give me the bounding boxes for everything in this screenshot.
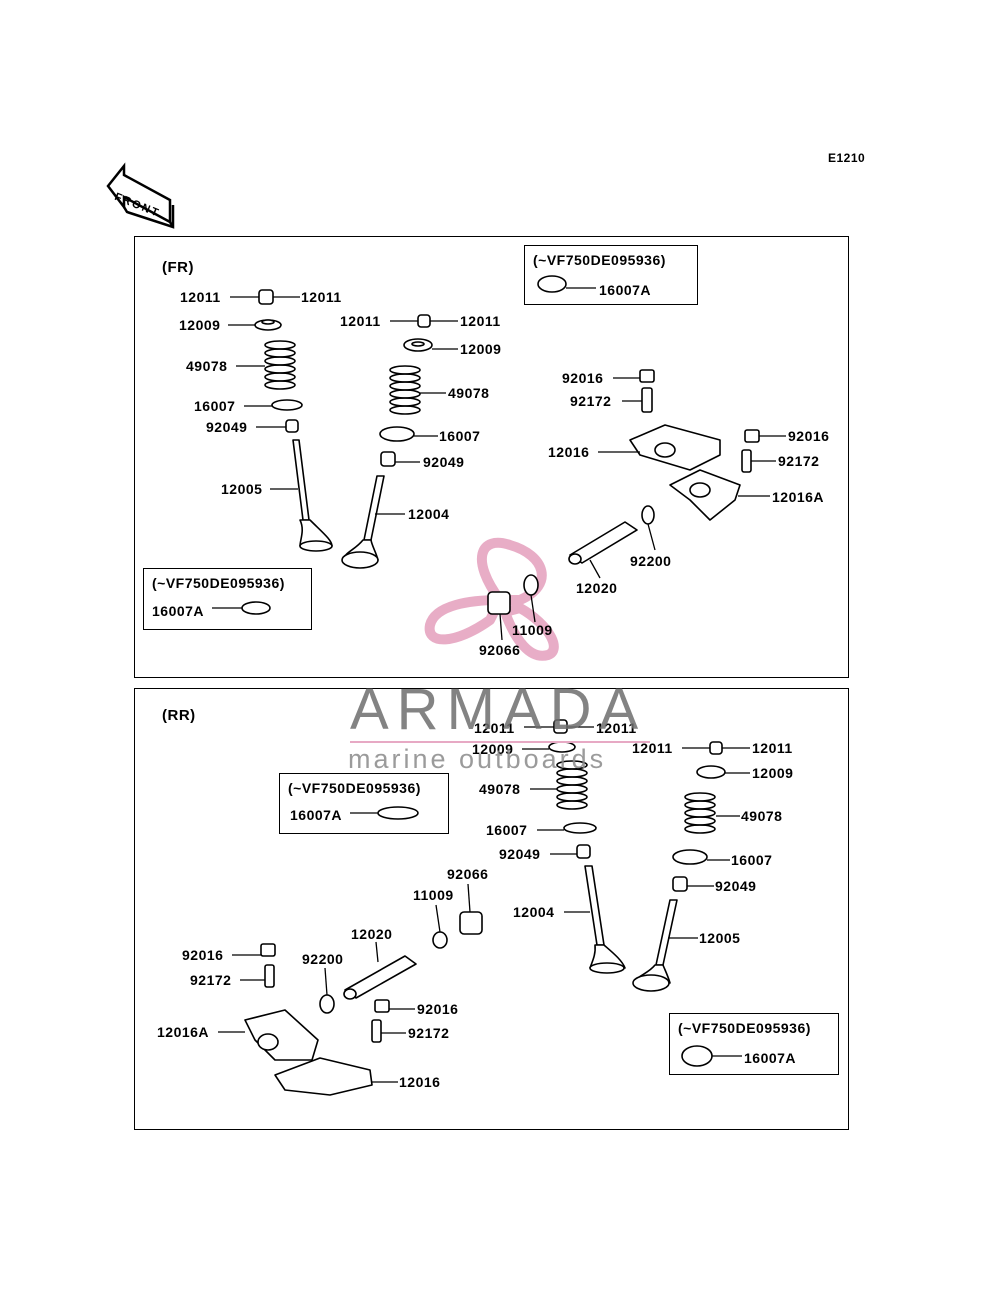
part-label: 92200	[630, 553, 672, 569]
part-label: 92172	[190, 972, 232, 988]
part-label: 12011	[180, 289, 221, 305]
note-title: (~VF750DE095936)	[533, 252, 666, 268]
part-label: 92016	[788, 428, 830, 444]
watermark-divider	[350, 741, 650, 743]
note-title: (~VF750DE095936)	[288, 780, 421, 796]
part-label: 12011	[460, 313, 501, 329]
part-label: 92016	[562, 370, 604, 386]
part-label: 92049	[499, 846, 541, 862]
part-label: 92049	[206, 419, 248, 435]
note-part: 16007A	[152, 603, 205, 619]
part-label: 12011	[596, 720, 637, 736]
part-label: 92049	[423, 454, 465, 470]
part-label: 92049	[715, 878, 757, 894]
watermark-tagline: marine outboards	[348, 744, 607, 774]
fr-left-note: (~VF750DE095936) 16007A	[143, 568, 312, 630]
part-label: 92066	[447, 866, 489, 882]
note-title: (~VF750DE095936)	[678, 1020, 811, 1036]
part-label: 12020	[351, 926, 393, 942]
watermark-name: ARMADA	[350, 677, 647, 742]
part-label: 12009	[472, 741, 514, 757]
part-label: 12016A	[157, 1024, 210, 1040]
fr-panel	[134, 236, 849, 678]
part-label: 11009	[512, 622, 553, 638]
part-label: 92066	[479, 642, 521, 658]
part-label: 92172	[778, 453, 820, 469]
diagram-ref-code: E1210	[828, 151, 866, 165]
part-label: 12009	[460, 341, 502, 357]
rr-section-label: (RR)	[162, 707, 196, 724]
rr-left-note: (~VF750DE095936) 16007A	[279, 773, 449, 834]
part-label: 16007	[194, 398, 236, 414]
rr-panel	[134, 688, 849, 1130]
part-label: 12016A	[772, 489, 825, 505]
part-label: 12004	[513, 904, 555, 920]
note-part: 16007A	[744, 1050, 797, 1066]
part-label: 12011	[301, 289, 342, 305]
fr-section-label: (FR)	[162, 259, 194, 276]
part-label: 92200	[302, 951, 344, 967]
part-label: 12004	[408, 506, 450, 522]
part-label: 92016	[417, 1001, 459, 1017]
part-label: 49078	[448, 385, 490, 401]
front-label: FRONT	[112, 190, 162, 220]
part-label: 92016	[182, 947, 224, 963]
part-label: 12009	[752, 765, 794, 781]
part-label: 49078	[186, 358, 228, 374]
note-part: 16007A	[290, 807, 343, 823]
part-label: 49078	[741, 808, 783, 824]
part-label: 92172	[408, 1025, 450, 1041]
part-label: 12011	[340, 313, 381, 329]
note-part: 16007A	[599, 282, 652, 298]
fr-top-note: (~VF750DE095936) 16007A	[524, 245, 698, 305]
part-label: 12011	[474, 720, 515, 736]
note-title: (~VF750DE095936)	[152, 575, 285, 591]
part-label: 16007	[439, 428, 481, 444]
part-label: 12020	[576, 580, 618, 596]
part-label: 16007	[731, 852, 773, 868]
part-label: 92172	[570, 393, 612, 409]
part-label: 49078	[479, 781, 521, 797]
part-label: 12005	[699, 930, 741, 946]
rr-right-note: (~VF750DE095936) 16007A	[669, 1013, 839, 1075]
part-label: 12011	[632, 740, 673, 756]
part-label: 11009	[413, 887, 454, 903]
part-label: 12009	[179, 317, 221, 333]
part-label: 12016	[548, 444, 590, 460]
part-label: 12011	[752, 740, 793, 756]
part-label: 12005	[221, 481, 263, 497]
part-label: 16007	[486, 822, 528, 838]
part-label: 12016	[399, 1074, 441, 1090]
